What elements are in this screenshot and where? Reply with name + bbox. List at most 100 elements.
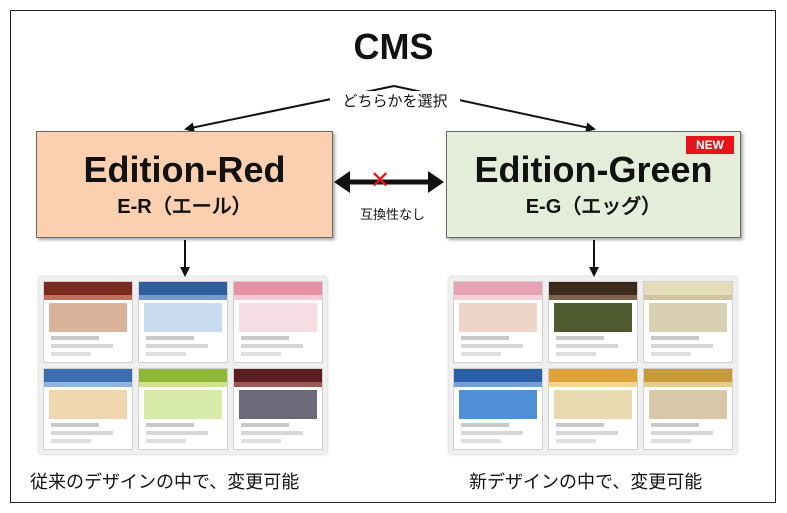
thumb-hero xyxy=(459,389,537,419)
thumb-hero xyxy=(239,389,317,419)
thumb-nav xyxy=(44,381,132,387)
thumb-l3 xyxy=(146,439,186,444)
thumb-l1 xyxy=(241,336,290,341)
template-thumb-green-2 xyxy=(548,281,638,363)
edition-red-subtitle: E-R（エール） xyxy=(117,196,252,218)
edition-green-box: NEW Edition-Green E-G（エッグ） xyxy=(446,131,741,238)
thumb-l2 xyxy=(461,431,523,436)
thumb-l1 xyxy=(651,423,700,428)
thumb-l3 xyxy=(556,352,596,357)
edition-red-box: Edition-Red E-R（エール） xyxy=(36,131,333,238)
template-thumb-green-5 xyxy=(548,368,638,450)
green-template-gallery xyxy=(449,277,737,454)
thumb-l2 xyxy=(51,431,113,436)
thumb-nav xyxy=(234,381,322,387)
thumb-l2 xyxy=(556,431,618,436)
thumb-hdr xyxy=(44,369,132,382)
thumb-l2 xyxy=(146,344,208,349)
thumb-hdr xyxy=(644,282,732,295)
thumb-hdr xyxy=(44,282,132,295)
thumb-l1 xyxy=(241,423,290,428)
incompatible-label: 互換性なし xyxy=(359,208,425,223)
edition-green-name: Edition-Green xyxy=(474,149,713,190)
thumb-nav xyxy=(454,294,542,300)
thumb-nav xyxy=(644,381,732,387)
thumb-l3 xyxy=(651,352,691,357)
thumb-nav xyxy=(454,381,542,387)
thumb-hdr xyxy=(644,369,732,382)
diagram-frame xyxy=(10,10,776,503)
green-caption: 新デザインの中で、変更可能 xyxy=(469,472,703,493)
thumb-l2 xyxy=(651,344,713,349)
template-thumb-green-4 xyxy=(453,368,543,450)
thumb-nav xyxy=(234,294,322,300)
template-thumb-red-5 xyxy=(138,368,228,450)
thumb-l3 xyxy=(461,439,501,444)
thumb-hero xyxy=(554,389,632,419)
thumb-hdr xyxy=(234,282,322,295)
cms-title: CMS xyxy=(353,26,434,67)
thumb-l1 xyxy=(461,423,510,428)
thumb-l1 xyxy=(556,423,605,428)
thumb-nav xyxy=(549,294,637,300)
thumb-l3 xyxy=(241,352,281,357)
template-thumb-green-6 xyxy=(643,368,733,450)
thumb-nav xyxy=(44,294,132,300)
thumb-l1 xyxy=(51,423,100,428)
template-thumb-red-4 xyxy=(43,368,133,450)
thumb-l2 xyxy=(556,344,618,349)
thumb-l2 xyxy=(51,344,113,349)
red-template-gallery xyxy=(39,277,327,454)
thumb-hero xyxy=(554,302,632,332)
thumb-nav xyxy=(139,294,227,300)
thumb-l3 xyxy=(51,352,91,357)
template-thumb-green-1 xyxy=(453,281,543,363)
thumb-hero xyxy=(239,302,317,332)
thumb-nav xyxy=(644,294,732,300)
choose-one-label: どちらかを選択 xyxy=(330,91,460,111)
thumb-hero xyxy=(459,302,537,332)
thumb-hero xyxy=(649,302,727,332)
thumb-l3 xyxy=(241,439,281,444)
thumb-hero xyxy=(649,389,727,419)
thumb-l3 xyxy=(651,439,691,444)
edition-green-subtitle: E-G（エッグ） xyxy=(525,196,662,218)
template-thumb-red-6 xyxy=(233,368,323,450)
thumb-l3 xyxy=(146,352,186,357)
thumb-hdr xyxy=(234,369,322,382)
thumb-nav xyxy=(549,381,637,387)
thumb-l1 xyxy=(146,336,195,341)
edition-red-name: Edition-Red xyxy=(83,149,286,190)
thumb-hdr xyxy=(139,282,227,295)
thumb-l2 xyxy=(241,431,303,436)
thumb-l3 xyxy=(556,439,596,444)
thumb-hdr xyxy=(549,369,637,382)
incompatible-x-icon: ✕ xyxy=(369,166,391,194)
thumb-l1 xyxy=(146,423,195,428)
thumb-hdr xyxy=(549,282,637,295)
thumb-l3 xyxy=(51,439,91,444)
thumb-hero xyxy=(144,302,222,332)
thumb-hero xyxy=(49,389,127,419)
thumb-hdr xyxy=(139,369,227,382)
thumb-l1 xyxy=(556,336,605,341)
template-thumb-red-1 xyxy=(43,281,133,363)
thumb-l2 xyxy=(461,344,523,349)
thumb-l1 xyxy=(651,336,700,341)
thumb-nav xyxy=(139,381,227,387)
thumb-l2 xyxy=(241,344,303,349)
thumb-hero xyxy=(144,389,222,419)
thumb-l2 xyxy=(146,431,208,436)
thumb-hero xyxy=(49,302,127,332)
thumb-l1 xyxy=(51,336,100,341)
red-caption: 従来のデザインの中で、変更可能 xyxy=(30,472,300,493)
template-thumb-green-3 xyxy=(643,281,733,363)
new-badge: NEW xyxy=(686,136,734,154)
thumb-hdr xyxy=(454,369,542,382)
thumb-l1 xyxy=(461,336,510,341)
thumb-l2 xyxy=(651,431,713,436)
template-thumb-red-2 xyxy=(138,281,228,363)
thumb-l3 xyxy=(461,352,501,357)
thumb-hdr xyxy=(454,282,542,295)
template-thumb-red-3 xyxy=(233,281,323,363)
